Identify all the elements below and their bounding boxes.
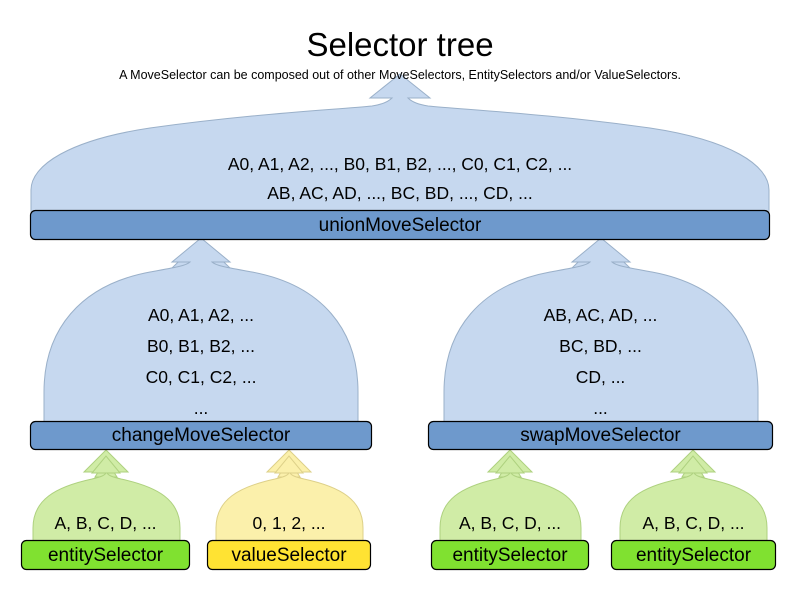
swap-content-line-2: BC, BD, ... [559, 336, 642, 356]
value-selector-label-1[interactable]: valueSelector [231, 544, 347, 566]
union-bar-shape [29, 209, 771, 241]
change-content-line-4: ... [193, 398, 209, 418]
swap-bubble-shape [443, 237, 759, 423]
change-content-line-2: B0, B1, B2, ... [147, 336, 255, 356]
change-bar-shape [29, 420, 373, 451]
entity-selector-label-1[interactable]: entitySelector [47, 544, 164, 566]
entity1-content-line-1: A, B, C, D, ... [54, 513, 157, 533]
swap-content-line-4: ... [593, 398, 608, 418]
value1-content-line-1: 0, 1, 2, ... [252, 513, 326, 533]
entity1-bubble-shape [32, 455, 181, 542]
change-move-selector-label[interactable]: changeMoveSelector [111, 425, 291, 446]
change-content-line-3: C0, C1, C2, ... [145, 367, 257, 387]
entity2-bubble-shape [439, 455, 582, 542]
entity2-bar-shape [430, 539, 590, 571]
entity1-bar-shape [20, 539, 191, 571]
entity3-bar-shape [610, 539, 777, 571]
entity-selector-label-3[interactable]: entitySelector [635, 544, 752, 566]
change-bubble-shape [43, 237, 359, 423]
value1-bar-shape [206, 539, 372, 571]
change-content-line-1: A0, A1, A2, ... [147, 305, 255, 325]
swap-bar-shape [427, 420, 774, 451]
union-content-line-2: AB, AC, AD, ..., BC, BD, ..., CD, ... [267, 183, 533, 203]
swap-content-line-3: CD, ... [575, 367, 626, 387]
swap-content-line-1: AB, AC, AD, ... [543, 305, 658, 325]
swap-move-selector-label[interactable]: swapMoveSelector [520, 425, 681, 446]
entity-selector-label-2[interactable]: entitySelector [452, 544, 568, 566]
union-move-selector-label[interactable]: unionMoveSelector [318, 214, 482, 236]
entity3-bubble-shape [619, 455, 768, 542]
value1-bubble-shape [215, 455, 364, 542]
entity3-content-line-1: A, B, C, D, ... [642, 513, 745, 533]
union-bubble-shape [30, 73, 770, 213]
page-subtitle: A MoveSelector can be composed out of ot… [119, 68, 681, 82]
union-content-line-1: A0, A1, A2, ..., B0, B1, B2, ..., C0, C1… [227, 154, 573, 174]
entity2-content-line-1: A, B, C, D, ... [458, 513, 562, 533]
page-title: Selector tree [306, 26, 494, 63]
